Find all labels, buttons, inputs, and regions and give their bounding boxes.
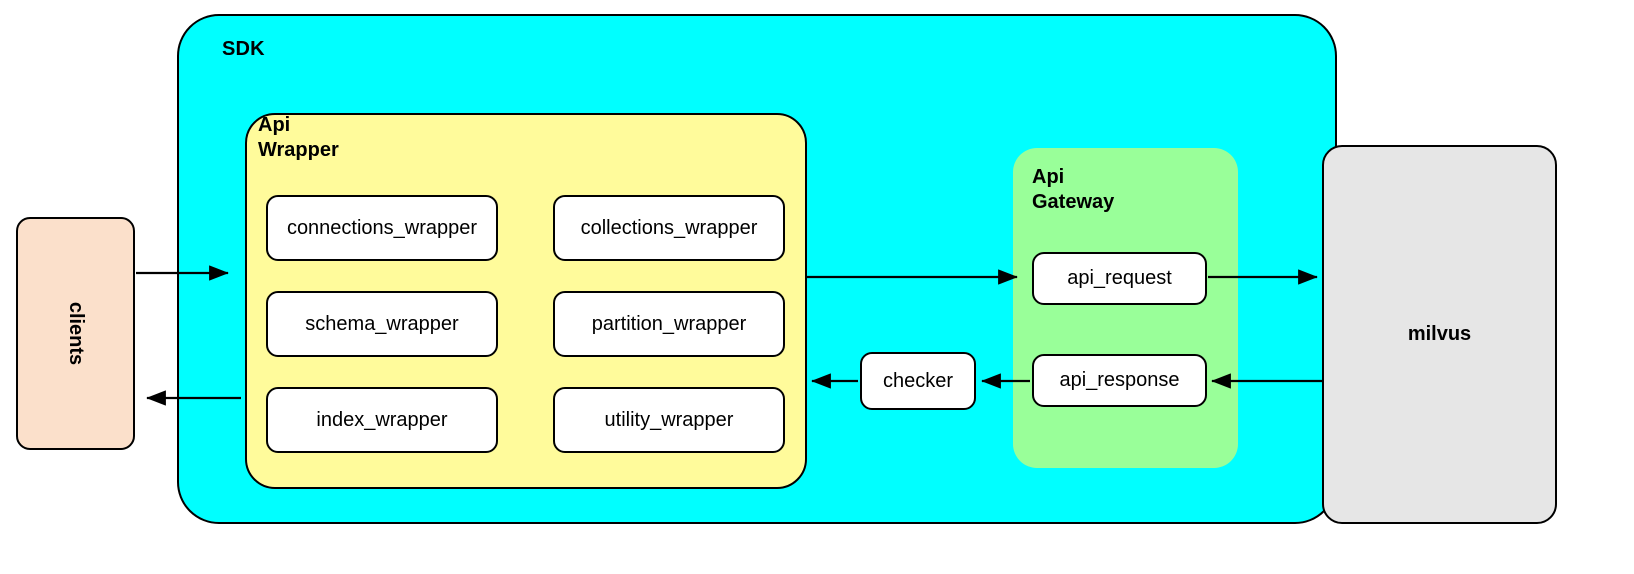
node-label: api_request	[1067, 267, 1172, 289]
node-partition-wrapper[interactable]: partition_wrapper	[553, 291, 785, 357]
node-api-request[interactable]: api_request	[1032, 252, 1207, 305]
node-label: index_wrapper	[316, 409, 448, 431]
node-connections-wrapper[interactable]: connections_wrapper	[266, 195, 498, 261]
node-label: utility_wrapper	[604, 409, 734, 431]
node-label: schema_wrapper	[305, 313, 459, 335]
node-label: collections_wrapper	[580, 217, 758, 239]
api-gateway-container	[1013, 148, 1238, 468]
node-index-wrapper[interactable]: index_wrapper	[266, 387, 498, 453]
node-label: connections_wrapper	[286, 217, 478, 239]
node-clients[interactable]: clients	[16, 217, 135, 450]
node-utility-wrapper[interactable]: utility_wrapper	[553, 387, 785, 453]
node-api-response[interactable]: api_response	[1032, 354, 1207, 407]
sdk-label: SDK	[222, 38, 265, 60]
node-label: clients	[64, 301, 87, 366]
node-label: milvus	[1407, 323, 1472, 345]
node-label: partition_wrapper	[591, 313, 747, 335]
node-milvus[interactable]: milvus	[1322, 145, 1557, 524]
node-collections-wrapper[interactable]: collections_wrapper	[553, 195, 785, 261]
api-wrapper-label: Api Wrapper	[258, 114, 339, 161]
node-checker[interactable]: checker	[860, 352, 976, 410]
node-schema-wrapper[interactable]: schema_wrapper	[266, 291, 498, 357]
node-label: checker	[882, 369, 954, 392]
node-label: api_response	[1059, 369, 1180, 391]
api-gateway-label: Api Gateway	[1032, 166, 1115, 213]
